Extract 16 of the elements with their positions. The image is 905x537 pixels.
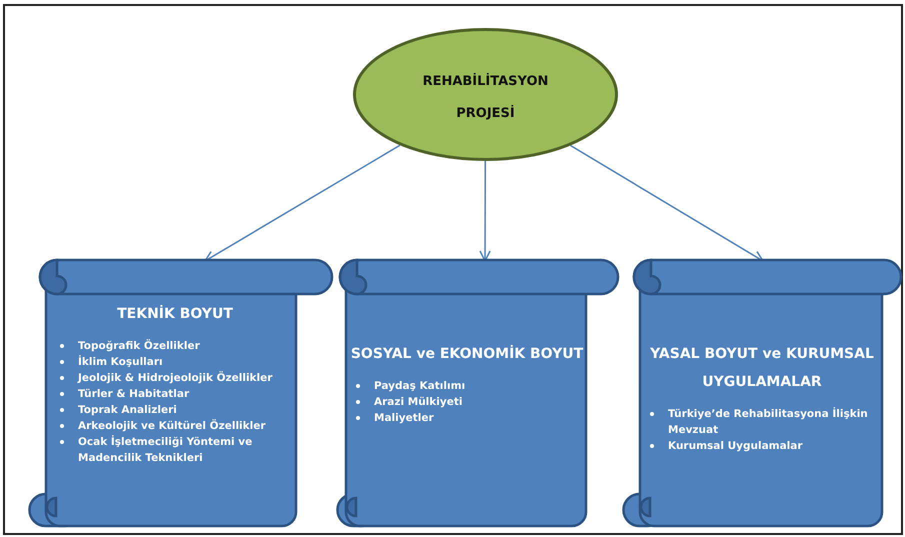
bullet-item: Topoğrafik Özellikler [78,340,200,352]
bullet-item: Toprak Analizleri [78,404,177,416]
bullet-item: İklim Koşulları [78,356,163,368]
bullet-item: Türkiye’de Rehabilitasyona İlişkin Mevzuat [668,408,868,436]
scroll-heading: YASAL BOYUT ve KURUMSAL UYGULAMALAR [649,345,875,392]
bullet-item: Kurumsal Uygulamalar [668,440,803,452]
bullet-item: Arkeolojik ve Kültürel Özellikler [78,420,266,432]
scroll-heading: TEKNİK BOYUT [116,304,234,324]
scroll-heading: SOSYAL ve EKONOMİK BOYUT [350,344,584,364]
bullet-item: Maliyetler [374,412,434,424]
bullet-item: Türler & Habitatlar [78,388,190,400]
bullet-item: Paydaş Katılımı [374,380,466,392]
bullet-item: Jeolojik & Hidrojeolojik Özellikler [78,372,272,384]
bullet-item: Ocak İşletmeciliği Yöntemi ve Madencilik Teknikleri [78,436,252,464]
project-title: REHABİLİTASYON PROJESİ [422,72,550,123]
bullet-item: Arazi Mülkiyeti [374,396,462,408]
